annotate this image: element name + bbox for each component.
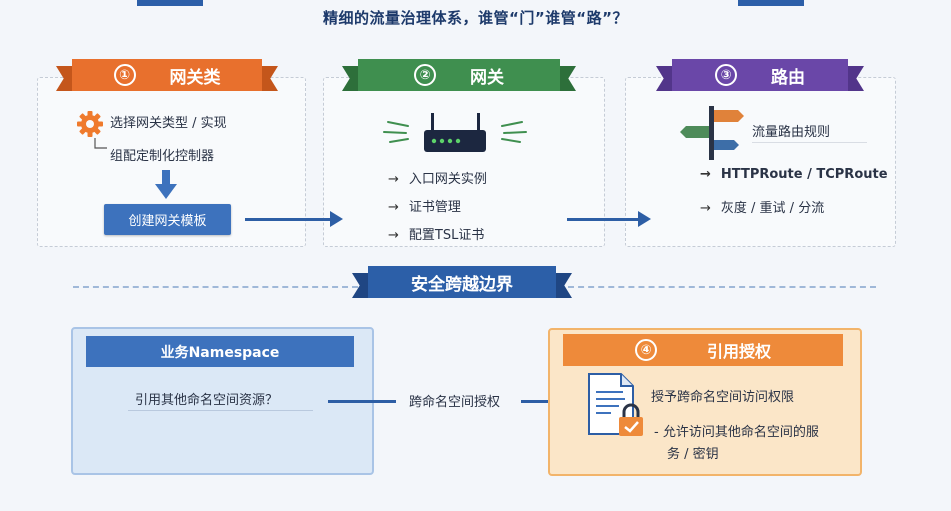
gear-icon (77, 111, 103, 137)
gatewayclass-line1: 选择网关类型 / 实现 (110, 116, 227, 131)
boundary-title: 安全跨越边界 (411, 274, 513, 295)
page-subtitle: 精细的流量治理体系，谁管“门”谁管“路”？ (323, 9, 628, 27)
connector-line-right (521, 400, 563, 403)
document-lock-icon (588, 373, 643, 436)
boundary-ribbon: 安全跨越边界 (352, 266, 572, 298)
gateway-item-1: 入口网关实例 (388, 168, 487, 187)
grant-line1: 授予跨命名空间访问权限 (651, 390, 795, 405)
connector-label: 跨命名空间授权 (409, 395, 501, 410)
reference-grant-header: ④ 引用授权 (563, 334, 843, 366)
flow-arrow-1 (245, 218, 331, 221)
boundary-line-right (568, 286, 876, 288)
route-item-1: HTTPRoute / TCPRoute (700, 167, 888, 182)
reference-grant-title: 引用授权 (706, 342, 771, 361)
step-number: ① (113, 64, 136, 86)
signpost-icon (680, 106, 744, 160)
route-title: 路由 (771, 67, 805, 88)
gatewayclass-ribbon: ① 网关类 (56, 59, 278, 91)
route-sign-label: 流量路由规则 (752, 125, 831, 140)
route-item-2: 灰度 / 重试 / 分流 (700, 197, 824, 216)
gateway-item-3: 配置TSL证书 (388, 224, 484, 243)
connector-line-left (328, 400, 396, 403)
grant-line2b: 务 / 密钥 (667, 447, 719, 462)
step-number: ② (414, 64, 436, 86)
namespace-divider (128, 410, 313, 411)
route-ribbon: ③ 路由 (656, 59, 864, 91)
gateway-item-2: 证书管理 (388, 196, 461, 215)
gateway-panel (323, 77, 605, 247)
namespace-question: 引用其他命名空间资源？ (135, 393, 279, 408)
step-number: ④ (634, 339, 657, 361)
flow-arrowhead-1 (330, 211, 343, 227)
step-number: ③ (715, 64, 737, 86)
gateway-title: 网关 (470, 67, 504, 88)
flow-arrow-2 (567, 218, 639, 221)
top-bar-right (738, 0, 804, 6)
route-divider (752, 142, 867, 143)
route-panel (625, 77, 896, 247)
router-icon (383, 113, 527, 152)
gatewayclass-line2: 组配定制化控制器 (110, 149, 215, 164)
gateway-ribbon: ② 网关 (342, 59, 576, 91)
flow-arrowhead-2 (638, 211, 651, 227)
tree-connector (94, 138, 107, 149)
grant-line2a: - 允许访问其他命名空间的服 (654, 425, 819, 440)
boundary-line-left (73, 286, 358, 288)
create-gateway-template-button[interactable]: 创建网关模板 (104, 204, 231, 235)
gatewayclass-title: 网关类 (169, 67, 221, 88)
down-arrow-icon (155, 170, 177, 199)
top-bar-left (137, 0, 203, 6)
namespace-header: 业务Namespace (86, 336, 354, 367)
